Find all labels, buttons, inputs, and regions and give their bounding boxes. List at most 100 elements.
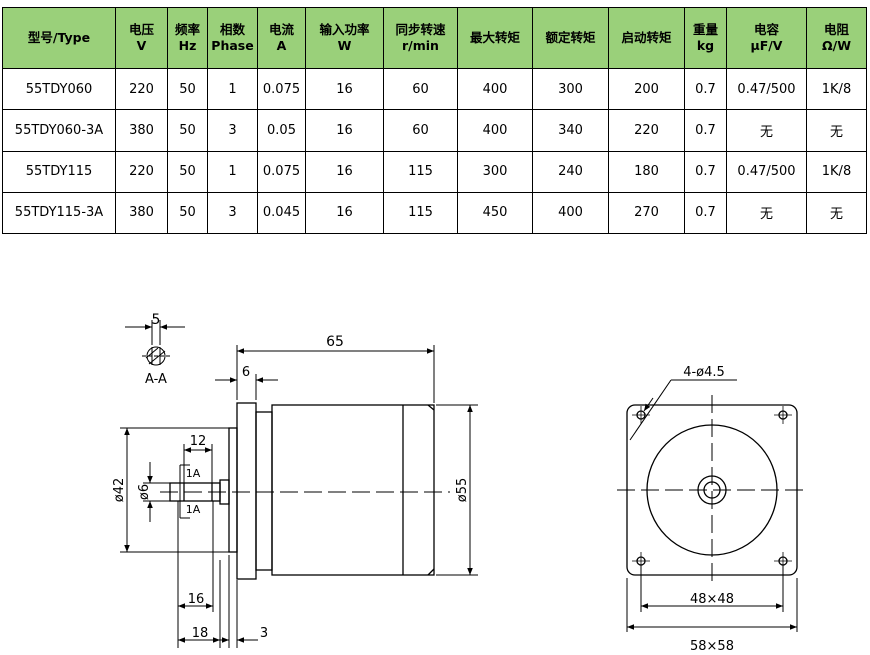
table-cell: 无 — [726, 109, 807, 152]
column-header-line: Phase — [211, 38, 254, 53]
table-cell: 60 — [383, 109, 458, 152]
dim-hole-pitch: 48×48 — [690, 592, 734, 607]
column-header-line: r/min — [402, 38, 439, 53]
dim-flange-size: 58×58 — [690, 639, 734, 654]
column-header-line: μF/V — [750, 38, 783, 53]
table-cell: 115 — [383, 150, 458, 193]
column-header-line: 相数 — [219, 22, 245, 37]
table-cell: 0.7 — [684, 150, 727, 193]
dim-shaft-dia: ø6 — [137, 484, 152, 500]
column-header-line: 电阻 — [823, 22, 849, 37]
column-header: 最大转矩 — [457, 7, 533, 69]
column-header-line: Ω/W — [822, 38, 851, 53]
table-cell: 1K/8 — [806, 150, 867, 193]
table-cell: 0.05 — [257, 109, 306, 152]
table-cell: 380 — [115, 191, 168, 235]
column-header-line: 电容 — [753, 22, 779, 37]
table-cell: 16 — [305, 67, 384, 111]
column-header: 启动转矩 — [608, 7, 685, 69]
column-header: 型号/Type — [2, 7, 116, 69]
table-cell: 220 — [608, 109, 685, 152]
table-cell: 0.7 — [684, 67, 727, 111]
dim-flange: 6 — [242, 365, 250, 380]
column-header-line: 启动转矩 — [621, 30, 672, 45]
column-header-line: kg — [696, 38, 715, 53]
table-cell: 50 — [167, 191, 208, 235]
table-cell: 400 — [457, 109, 533, 152]
table-cell: 300 — [532, 67, 609, 111]
dim-holes: 4-ø4.5 — [683, 365, 725, 380]
front-view — [617, 395, 807, 585]
front-view-dims — [626, 379, 798, 632]
table-cell: 180 — [608, 150, 685, 193]
table-cell: 220 — [115, 67, 168, 111]
table-cell: 340 — [532, 109, 609, 152]
table-cell: 0.075 — [257, 67, 306, 111]
column-header-line: 电流 — [268, 22, 294, 37]
table-cell: 300 — [457, 150, 533, 193]
dim-shaft-18: 18 — [192, 626, 209, 641]
column-header-line: Hz — [178, 38, 197, 53]
column-header-line: 型号/Type — [27, 30, 91, 45]
table-cell: 60 — [383, 67, 458, 111]
table-cell: 16 — [305, 109, 384, 152]
table-cell: 50 — [167, 67, 208, 111]
table-cell: 0.075 — [257, 150, 306, 193]
dim-pilot-3: 3 — [260, 626, 268, 641]
table-cell: 55TDY115-3A — [2, 191, 116, 235]
table-cell: 50 — [167, 150, 208, 193]
column-header-line: 同步转速 — [395, 22, 446, 37]
key-mark-top: 1A — [186, 467, 201, 480]
table-cell: 55TDY060-3A — [2, 109, 116, 152]
table-cell: 0.045 — [257, 191, 306, 235]
table-cell: 3 — [207, 109, 258, 152]
side-view-dims — [120, 345, 478, 648]
table-cell: 1 — [207, 150, 258, 193]
column-header-line: 频率 — [174, 22, 200, 37]
table-cell: 1 — [207, 67, 258, 111]
table-cell: 16 — [305, 191, 384, 235]
table-cell: 270 — [608, 191, 685, 235]
table-cell: 200 — [608, 67, 685, 111]
section-key-dim: 5 — [152, 312, 161, 328]
table-cell: 3 — [207, 191, 258, 235]
table-cell: 无 — [726, 191, 807, 235]
table-cell: 50 — [167, 109, 208, 152]
table-cell: 0.47/500 — [726, 67, 807, 111]
column-header-line: 额定转矩 — [545, 30, 596, 45]
table-cell: 55TDY115 — [2, 150, 116, 193]
section-view — [125, 320, 185, 366]
column-header-line: 输入功率 — [319, 22, 370, 37]
table-cell: 55TDY060 — [2, 67, 116, 111]
dim-body-dia: ø55 — [455, 478, 470, 503]
table-cell: 220 — [115, 150, 168, 193]
column-header-line: A — [276, 38, 287, 53]
table-cell: 0.47/500 — [726, 150, 807, 193]
table-cell: 450 — [457, 191, 533, 235]
column-header: 额定转矩 — [532, 7, 609, 69]
dim-shaft-16: 16 — [188, 592, 205, 607]
column-header-line: 重量 — [692, 22, 718, 37]
table-cell: 0.7 — [684, 109, 727, 152]
table-cell: 16 — [305, 150, 384, 193]
key-mark-bottom: 1A — [186, 503, 201, 516]
table-cell: 380 — [115, 109, 168, 152]
motor-drawings: 5 A-A — [112, 312, 807, 654]
table-cell: 240 — [532, 150, 609, 193]
side-view — [160, 402, 450, 580]
column-header-line: 最大转矩 — [469, 30, 520, 45]
table-cell: 115 — [383, 191, 458, 235]
dim-length: 65 — [326, 334, 344, 350]
table-cell: 1K/8 — [806, 67, 867, 111]
